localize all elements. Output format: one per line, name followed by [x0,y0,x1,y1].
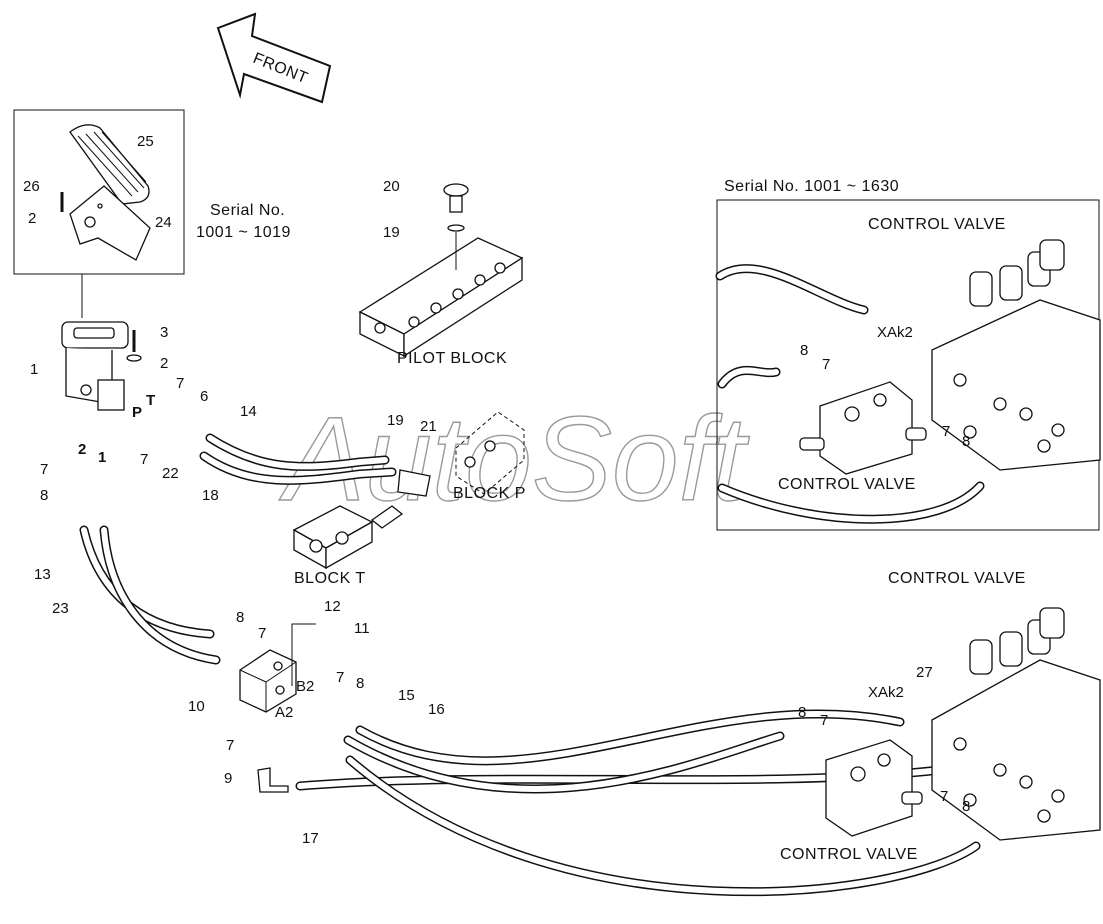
callout-8e: 8 [962,433,970,450]
callout-7b: 7 [140,451,148,468]
callout-13: 13 [34,566,51,583]
elbow-9-icon [257,767,289,793]
callout-8d: 8 [800,342,808,359]
callout-3: 3 [160,324,168,341]
pilot-block-label: PILOT BLOCK [397,350,507,367]
pedal-detail-box [13,109,185,275]
control-valve-small-upper-icon [799,381,927,475]
callout-16: 16 [428,701,445,718]
port-t-label: T [146,392,155,409]
front-arrow-icon: FRONT [216,12,332,104]
callout-27: 27 [916,664,933,681]
callout-15: 15 [398,687,415,704]
callout-7f: 7 [226,737,234,754]
callout-12: 12 [324,598,341,615]
port-b2-label: B2 [296,678,314,695]
callout-26: 26 [23,178,40,195]
serial-note-pedal-2: 1001 ~ 1019 [196,224,291,241]
port-xak2-label-1: XAk2 [877,324,913,341]
control-valve-label-2: CONTROL VALVE [778,476,916,493]
callout-11: 11 [354,620,370,637]
callout-23: 23 [52,600,69,617]
serial-note-pedal-1: Serial No. [210,202,285,219]
callout-24: 24 [155,214,172,231]
port-p-label: P [132,404,142,421]
callout-2: 2 [28,210,36,227]
control-valve-small-lower-icon [825,739,923,837]
port-a2-label: A2 [275,704,293,721]
block-t-icon [292,505,404,570]
callout-22: 22 [162,465,179,482]
hose-15 [355,709,905,766]
block-10-icon [239,649,297,713]
callout-25: 25 [137,133,154,150]
callout-7a: 7 [176,375,184,392]
callout-10: 10 [188,698,205,715]
callout-6: 6 [200,388,208,405]
control-valve-label-3: CONTROL VALVE [888,570,1026,587]
callout-17: 17 [302,830,319,847]
port-1-label: 1 [98,449,106,466]
callout-7g: 7 [822,356,830,373]
callout-8f: 8 [798,704,806,721]
block-t-label: BLOCK T [294,570,366,587]
control-valve-label-1: CONTROL VALVE [868,216,1006,233]
callout-2b: 2 [160,355,168,372]
pedal-valve-icon [61,321,142,411]
callout-7h: 7 [942,423,950,440]
pilot-block-icon [358,183,524,358]
callout-8g: 8 [962,798,970,815]
callout-7i: 7 [820,712,828,729]
serial-note-valve: Serial No. 1001 ~ 1630 [724,178,899,195]
callout-8c: 8 [356,675,364,692]
control-valve-lower-icon [931,607,1101,841]
port-2-label: 2 [78,441,86,458]
callout-21: 21 [420,418,437,435]
pedal-icon [60,124,151,261]
callout-1: 1 [30,361,38,378]
control-valve-upper-icon [931,239,1101,471]
callout-7c: 7 [40,461,48,478]
block-p-icon [397,411,525,497]
callout-8b: 8 [236,609,244,626]
callout-20: 20 [383,178,400,195]
callout-9: 9 [224,770,232,787]
block-p-label: BLOCK P [453,485,526,502]
callout-19: 19 [383,224,400,241]
callout-8a: 8 [40,487,48,504]
callout-18: 18 [202,487,219,504]
callout-19b: 19 [387,412,404,429]
callout-14: 14 [240,403,257,420]
callout-7e: 7 [336,669,344,686]
port-xak2-label-2: XAk2 [868,684,904,701]
callout-7j: 7 [940,788,948,805]
control-valve-label-4: CONTROL VALVE [780,846,918,863]
callout-7d: 7 [258,625,266,642]
